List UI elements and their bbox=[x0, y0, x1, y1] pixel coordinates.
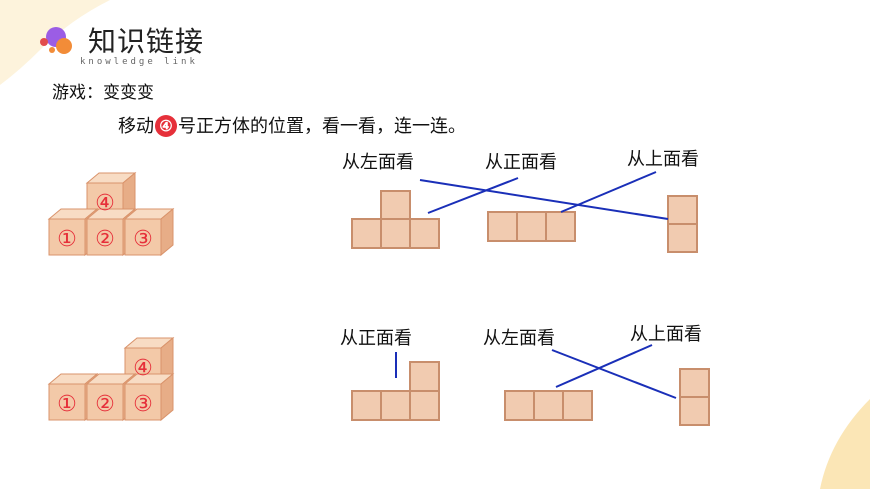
ex1-cube-label-3: ③ bbox=[133, 227, 153, 252]
ex1-viewC-cell-2 bbox=[667, 223, 698, 253]
ex2-viewC-cell-1 bbox=[679, 368, 710, 398]
section-subtitle: knowledge link bbox=[80, 57, 198, 67]
ex2-line-top-view bbox=[555, 344, 653, 388]
ex2-label-front-view: 从正面看 bbox=[340, 328, 412, 349]
ex1-cube-stack: ④ ① ② ③ bbox=[48, 172, 174, 256]
ex1-line-top-view bbox=[560, 171, 657, 213]
ex2-label-top-view: 从上面看 bbox=[630, 324, 702, 345]
ex2-line-left-view bbox=[551, 349, 677, 399]
ex2-view-shapes bbox=[351, 361, 710, 426]
ex1-cube-label-1: ① bbox=[57, 227, 77, 252]
ex2-viewB-cell-2 bbox=[533, 390, 564, 421]
ex2-cube-label-2: ② bbox=[95, 392, 115, 417]
instruction-text: 移动 ④ 号正方体的位置，看一看，连一连。 bbox=[118, 112, 466, 138]
ex1-viewB-cell-3 bbox=[545, 211, 576, 242]
ex2-viewA-cell-2 bbox=[380, 390, 411, 421]
instruction-before: 移动 bbox=[118, 116, 154, 137]
ex2-viewA-cell-1 bbox=[351, 390, 382, 421]
game-title: 游戏：变变变 bbox=[52, 83, 154, 103]
ex2-cube-stack: ④ ① ② ③ bbox=[48, 337, 174, 421]
ex1-match-lines bbox=[419, 171, 669, 220]
ex2-viewB-cell-1 bbox=[504, 390, 535, 421]
ex1-viewA-cell-3 bbox=[409, 218, 440, 249]
ex2-viewC-cell-2 bbox=[679, 396, 710, 426]
ex2-viewA-cell-3 bbox=[409, 390, 440, 421]
instruction-number-text: ④ bbox=[159, 117, 173, 135]
ex1-line-front-view bbox=[427, 177, 519, 214]
ex2-cube-label-1: ① bbox=[57, 392, 77, 417]
instruction-cube-number: ④ bbox=[155, 115, 177, 137]
corner-decoration-top-left bbox=[0, 0, 110, 85]
ex1-cube-label-4: ④ bbox=[95, 191, 115, 216]
ex1-view-shapes bbox=[351, 190, 698, 253]
ex2-viewA-cell-top bbox=[409, 361, 440, 392]
ex1-viewA-cell-2 bbox=[380, 218, 411, 249]
ex1-line-left-view bbox=[419, 179, 669, 220]
ex1-label-left-view: 从左面看 bbox=[342, 152, 414, 173]
ex2-cube-label-3: ③ bbox=[133, 392, 153, 417]
ex2-cube-label-4: ④ bbox=[133, 356, 153, 381]
ex1-label-top-view: 从上面看 bbox=[627, 149, 699, 170]
ex1-label-front-view: 从正面看 bbox=[485, 152, 557, 173]
ex1-viewB-cell-2 bbox=[516, 211, 547, 242]
instruction-after: 号正方体的位置，看一看，连一连。 bbox=[178, 116, 466, 137]
ex2-match-lines bbox=[395, 344, 677, 399]
logo-dots-icon bbox=[40, 27, 72, 54]
corner-decoration-bottom-right bbox=[820, 399, 870, 489]
ex1-viewA-cell-top bbox=[380, 190, 411, 220]
ex2-viewB-cell-3 bbox=[562, 390, 593, 421]
ex1-viewA-cell-1 bbox=[351, 218, 382, 249]
ex1-viewC-cell-1 bbox=[667, 195, 698, 225]
section-title: 知识链接 bbox=[88, 25, 205, 58]
ex1-cube-label-2: ② bbox=[95, 227, 115, 252]
ex2-label-left-view: 从左面看 bbox=[483, 328, 555, 349]
ex1-viewB-cell-1 bbox=[487, 211, 518, 242]
